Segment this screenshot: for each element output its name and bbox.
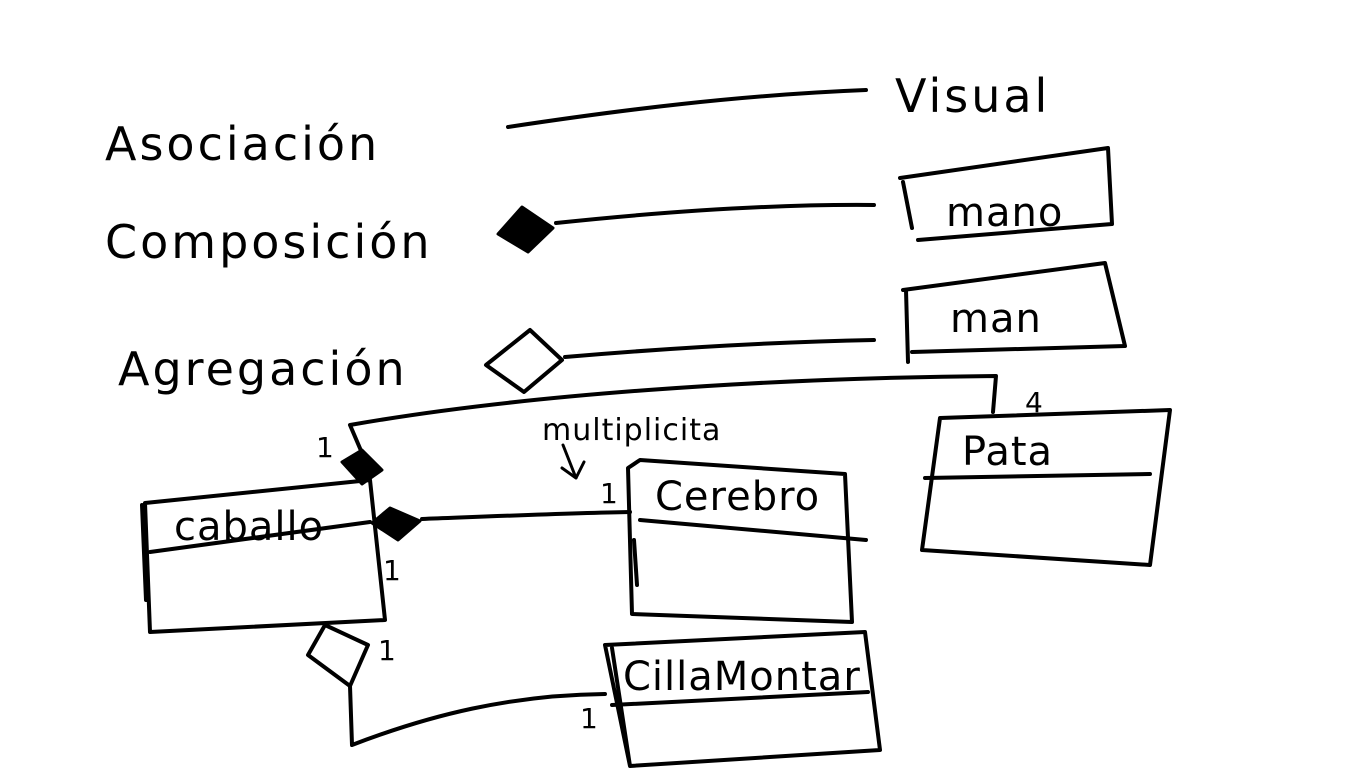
caballo-name: caballo: [174, 504, 324, 550]
caballo-pata-diamond-icon: [340, 448, 384, 486]
relation-caballo-pata: 1 4: [316, 374, 1043, 486]
mano-box: [898, 146, 1114, 242]
man-label: man: [950, 296, 1042, 342]
caballo-silla-mult-caballo: 1: [378, 634, 396, 667]
caballo-divider: [148, 520, 372, 554]
composition-line: [554, 202, 876, 225]
association-line: [506, 88, 868, 129]
multiplicity-arrow-icon: [560, 443, 586, 480]
aggregation-diamond-icon: [484, 328, 564, 394]
caballo-silla-diamond-icon: [306, 623, 370, 688]
multiplicity-annotation: multiplicita: [542, 413, 721, 480]
pata-divider: [923, 472, 1152, 480]
class-cerebro: Cerebro: [626, 458, 868, 624]
silla-box: [603, 630, 882, 768]
multiplicity-note: multiplicita: [542, 413, 721, 448]
association-label: Asociación: [105, 117, 380, 171]
composition-diamond-icon: [496, 205, 555, 254]
caballo-cerebro-line: [420, 510, 632, 521]
relation-caballo-silla: 1 1: [306, 623, 607, 747]
silla-name: CillaMontar: [623, 654, 861, 700]
silla-divider: [610, 690, 870, 707]
caballo-cerebro-mult-caballo: 1: [383, 554, 401, 587]
class-silla: CillaMontar: [603, 630, 882, 768]
caballo-pata-mult-pata: 4: [1025, 386, 1043, 419]
class-pata: Pata: [920, 408, 1172, 567]
legend: Asociación Composición Agregación Visual…: [105, 69, 1127, 396]
mano-label: mano: [946, 190, 1063, 236]
caballo-silla-line: [348, 684, 607, 747]
relation-caballo-cerebro: 1 1: [370, 477, 632, 587]
caballo-box: [140, 478, 387, 634]
caballo-silla-mult-silla: 1: [580, 702, 598, 735]
cerebro-name: Cerebro: [655, 474, 820, 520]
aggregation-line: [563, 338, 876, 359]
pata-name: Pata: [962, 429, 1053, 475]
visual-label: Visual: [895, 69, 1050, 123]
aggregation-label: Agregación: [118, 342, 408, 396]
caballo-cerebro-diamond-icon: [370, 506, 422, 542]
class-caballo: caballo: [140, 478, 387, 634]
caballo-cerebro-mult-cerebro: 1: [600, 477, 618, 510]
caballo-pata-line: [348, 374, 998, 462]
cerebro-divider: [638, 518, 868, 542]
cerebro-box: [626, 458, 854, 624]
man-box: [901, 261, 1127, 364]
caballo-pata-mult-caballo: 1: [316, 431, 334, 464]
pata-box: [920, 408, 1172, 567]
composition-label: Composición: [105, 215, 433, 269]
